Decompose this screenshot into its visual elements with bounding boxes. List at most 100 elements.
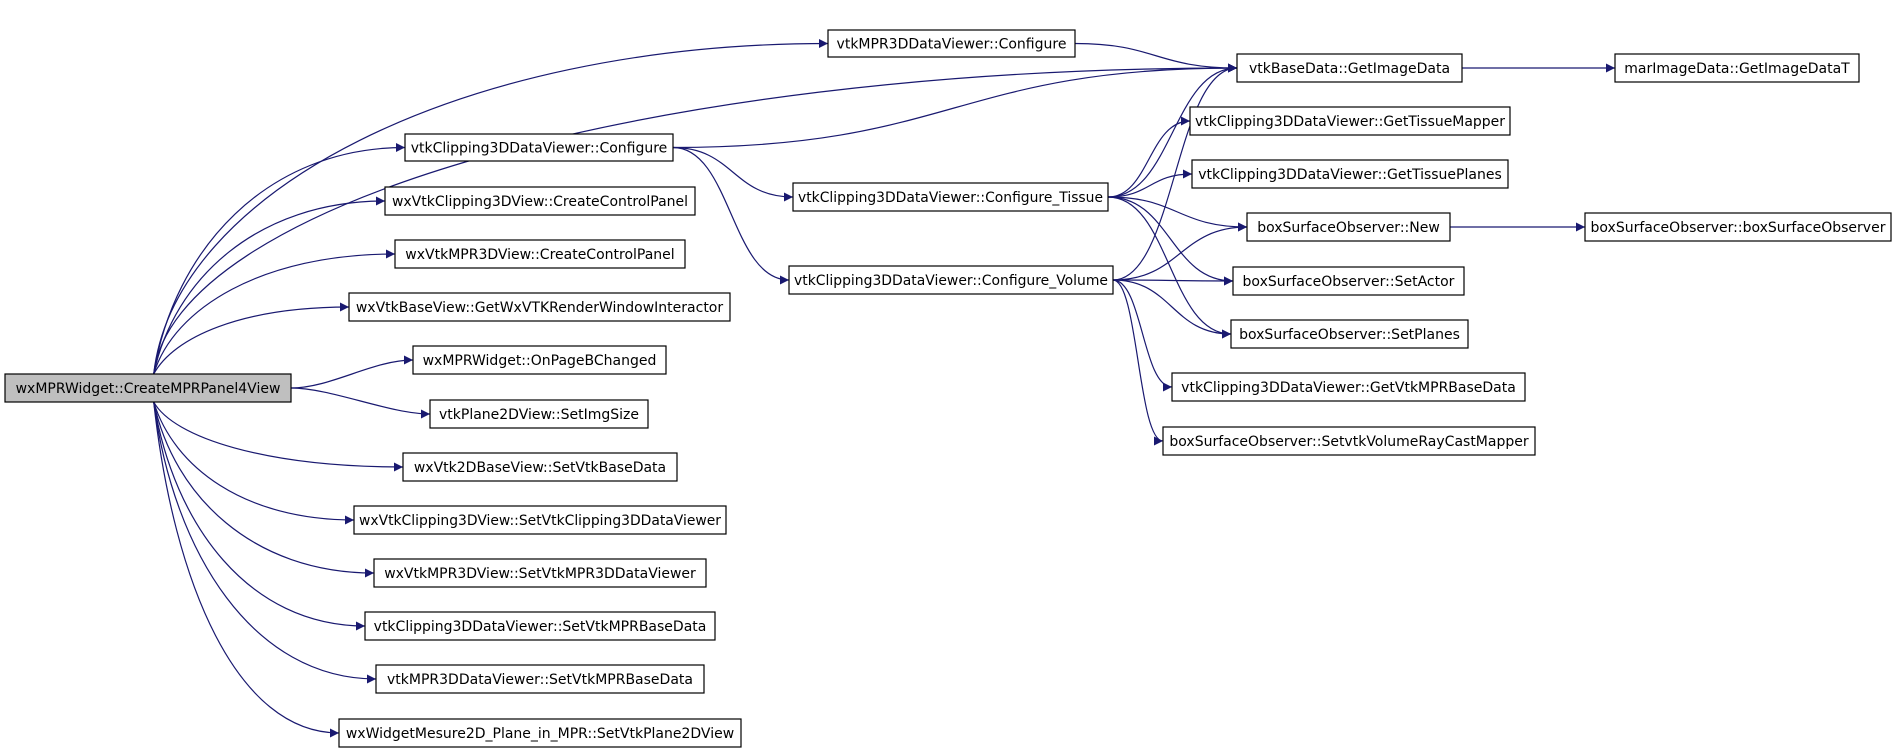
node-bso-setplanes[interactable]: boxSurfaceObserver::SetPlanes (1230, 319, 1469, 349)
node-mpr3d-configure[interactable]: vtkMPR3DDataViewer::Configure (827, 29, 1076, 58)
node-box (1232, 266, 1465, 296)
node-label: vtkClipping3DDataViewer::GetTissuePlanes (1198, 167, 1501, 183)
node-label: wxWidgetMesure2D_Plane_in_MPR::SetVtkPla… (346, 726, 734, 742)
node-setclipviewer[interactable]: wxVtkClipping3DView::SetVtkClipping3DDat… (353, 505, 727, 535)
node-box (338, 718, 742, 748)
node-box (412, 345, 667, 375)
node-bso-setactor[interactable]: boxSurfaceObserver::SetActor (1232, 266, 1465, 296)
node-setimgsize[interactable]: vtkPlane2DView::SetImgSize (429, 399, 649, 429)
node-box (1171, 372, 1526, 402)
node-onpage[interactable]: wxMPRWidget::OnPageBChanged (412, 345, 667, 375)
node-getimagedatat[interactable]: marImageData::GetImageDataT (1614, 53, 1860, 83)
node-box (1230, 319, 1469, 349)
edge-root-to-onpage (290, 355, 414, 389)
edge-root-to-setclipviewer (153, 401, 355, 525)
node-bso-setraycast[interactable]: boxSurfaceObserver::SetvtkVolumeRayCastM… (1162, 426, 1536, 456)
edge-root-to-clip3d-configure (153, 143, 406, 375)
node-label: vtkClipping3DDataViewer::SetVtkMPRBaseDa… (374, 619, 707, 635)
node-box (404, 133, 674, 162)
edge-clip3d-configure-to-getimagedata (672, 63, 1238, 149)
node-box (402, 452, 678, 482)
node-wxmpr-ccp[interactable]: wxVtkMPR3DView::CreateControlPanel (394, 239, 686, 269)
node-label: wxVtkBaseView::GetWxVTKRenderWindowInter… (356, 300, 724, 316)
node-label: vtkMPR3DDataViewer::Configure (837, 37, 1067, 53)
node-box (1614, 53, 1860, 83)
node-clip-setmprbase[interactable]: vtkClipping3DDataViewer::SetVtkMPRBaseDa… (364, 611, 716, 641)
node-box (827, 29, 1076, 58)
edge-root-to-clip-setmprbase (153, 401, 366, 631)
node-conf-tissue[interactable]: vtkClipping3DDataViewer::Configure_Tissu… (792, 182, 1109, 212)
node-gettissueplanes[interactable]: vtkClipping3DDataViewer::GetTissuePlanes (1191, 159, 1509, 189)
edge-root-to-wxmpr-ccp (153, 249, 396, 375)
edge-conf-volume-to-bso-setplanes (1112, 279, 1232, 339)
edge-clip3d-configure-to-conf-tissue (672, 146, 794, 202)
edge-root-to-getimagedata (153, 63, 1238, 375)
node-box (1236, 53, 1463, 83)
node-box (1162, 426, 1536, 456)
node-setplane2d[interactable]: wxWidgetMesure2D_Plane_in_MPR::SetVtkPla… (338, 718, 742, 748)
edge-conf-tissue-to-gettissuemapper (1107, 116, 1191, 198)
node-box (792, 182, 1109, 212)
node-gettissuemapper[interactable]: vtkClipping3DDataViewer::GetTissueMapper (1189, 106, 1511, 136)
node-clip3d-configure[interactable]: vtkClipping3DDataViewer::Configure (404, 133, 674, 162)
edge-conf-tissue-to-bso-setactor (1107, 196, 1234, 286)
node-wxclip-ccp[interactable]: wxVtkClipping3DView::CreateControlPanel (384, 186, 696, 216)
node-setvtkbasedata[interactable]: wxVtk2DBaseView::SetVtkBaseData (402, 452, 678, 482)
edge-conf-volume-to-bso-setactor (1112, 276, 1234, 286)
node-getwxvtk[interactable]: wxVtkBaseView::GetWxVTKRenderWindowInter… (348, 292, 731, 322)
edge-root-to-mpr-setmprbase (153, 401, 377, 684)
node-box (353, 505, 727, 535)
node-bso-ctor[interactable]: boxSurfaceObserver::boxSurfaceObserver (1584, 212, 1892, 242)
node-label: wxVtk2DBaseView::SetVtkBaseData (414, 460, 666, 476)
node-label: wxVtkClipping3DView::SetVtkClipping3DDat… (359, 513, 721, 529)
edge-mpr3d-configure-to-getimagedata (1074, 42, 1238, 73)
node-bso-new[interactable]: boxSurfaceObserver::New (1246, 212, 1451, 242)
node-box (375, 664, 705, 694)
edge-conf-volume-to-getvtkmprbase (1112, 279, 1173, 392)
node-label: vtkClipping3DDataViewer::GetTissueMapper (1195, 114, 1505, 130)
node-label: boxSurfaceObserver::boxSurfaceObserver (1591, 220, 1886, 236)
edge-conf-volume-to-bso-new (1112, 222, 1248, 281)
node-label: wxVtkMPR3DView::SetVtkMPR3DDataViewer (384, 566, 696, 582)
node-label: marImageData::GetImageDataT (1624, 61, 1850, 77)
node-box (1191, 159, 1509, 189)
node-box (1189, 106, 1511, 136)
edge-conf-volume-to-getimagedata (1112, 63, 1238, 281)
edge-clip3d-configure-to-conf-volume (672, 146, 790, 285)
node-label: vtkMPR3DDataViewer::SetVtkMPRBaseData (387, 672, 693, 688)
node-box (373, 558, 707, 588)
node-label: boxSurfaceObserver::SetPlanes (1239, 327, 1460, 343)
nodes-layer: wxMPRWidget::CreateMPRPanel4ViewvtkMPR3D… (4, 29, 1892, 748)
node-conf-volume[interactable]: vtkClipping3DDataViewer::Configure_Volum… (788, 265, 1114, 295)
node-setmprviewer[interactable]: wxVtkMPR3DView::SetVtkMPR3DDataViewer (373, 558, 707, 588)
node-box (1246, 212, 1451, 242)
node-label: wxMPRWidget::CreateMPRPanel4View (16, 381, 281, 397)
node-box (788, 265, 1114, 295)
edge-conf-tissue-to-bso-new (1107, 196, 1248, 232)
node-label: vtkClipping3DDataViewer::Configure (411, 141, 668, 157)
node-label: boxSurfaceObserver::SetActor (1243, 274, 1455, 290)
node-getvtkmprbase[interactable]: vtkClipping3DDataViewer::GetVtkMPRBaseDa… (1171, 372, 1526, 402)
edge-conf-tissue-to-bso-setplanes (1107, 196, 1232, 339)
node-label: vtkPlane2DView::SetImgSize (439, 407, 639, 423)
node-label: boxSurfaceObserver::SetvtkVolumeRayCastM… (1169, 434, 1528, 450)
node-box (348, 292, 731, 322)
node-label: wxMPRWidget::OnPageBChanged (423, 353, 657, 369)
node-getimagedata[interactable]: vtkBaseData::GetImageData (1236, 53, 1463, 83)
node-root[interactable]: wxMPRWidget::CreateMPRPanel4View (4, 373, 292, 403)
node-label: vtkBaseData::GetImageData (1249, 61, 1450, 77)
edge-root-to-setplane2d (153, 401, 340, 738)
edge-root-to-setimgsize (290, 387, 431, 419)
node-box (1584, 212, 1892, 242)
node-mpr-setmprbase[interactable]: vtkMPR3DDataViewer::SetVtkMPRBaseData (375, 664, 705, 694)
node-label: wxVtkMPR3DView::CreateControlPanel (405, 247, 674, 263)
node-box (394, 239, 686, 269)
node-box (364, 611, 716, 641)
node-label: boxSurfaceObserver::New (1257, 220, 1440, 236)
node-label: vtkClipping3DDataViewer::GetVtkMPRBaseDa… (1181, 380, 1516, 396)
edge-root-to-setvtkbasedata (153, 401, 404, 472)
edges-layer (153, 39, 1615, 738)
node-box (384, 186, 696, 216)
edge-conf-volume-to-bso-setraycast (1112, 279, 1164, 446)
